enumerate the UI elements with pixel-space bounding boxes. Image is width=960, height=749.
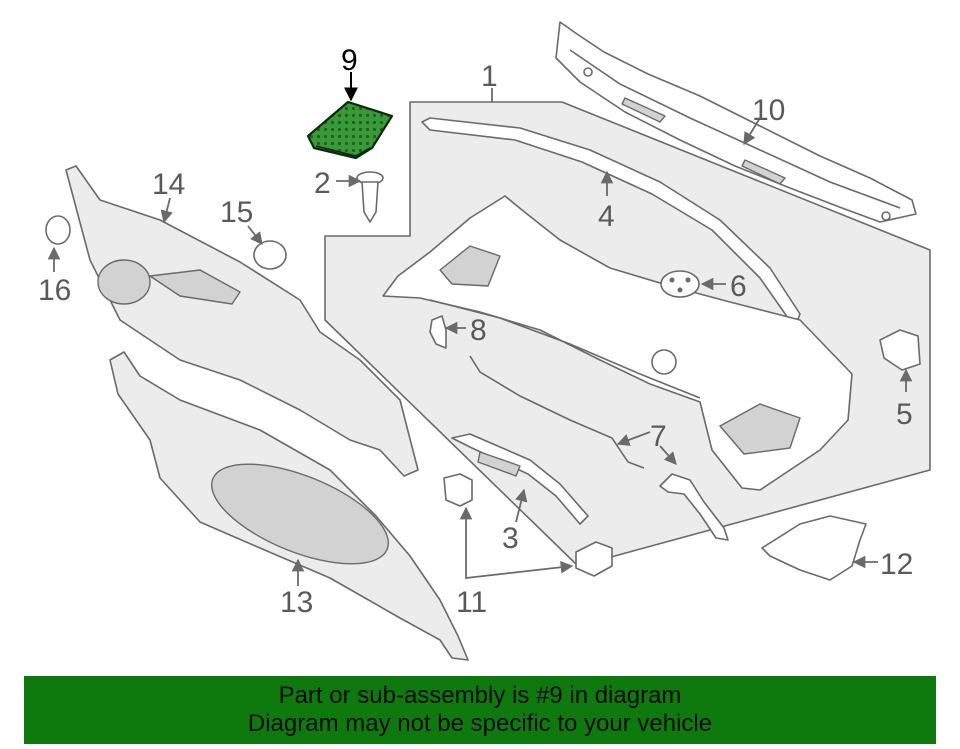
part-14-insulator — [65, 165, 419, 477]
part-12-tray — [761, 515, 867, 581]
part-6-grommet — [660, 270, 700, 298]
part-5-bracket — [879, 329, 921, 371]
part-info-banner: Part or sub-assembly is #9 in diagram Di… — [24, 676, 936, 744]
part-1-cowl-panel — [382, 195, 853, 491]
callout-15: 15 — [220, 196, 253, 229]
leader-11 — [459, 506, 574, 580]
callout-13: 13 — [280, 586, 313, 619]
part-16-plug — [45, 215, 71, 245]
callout-8: 8 — [470, 314, 487, 347]
part-10-cowl-strip — [555, 21, 917, 223]
callout-12: 12 — [880, 548, 913, 581]
callout-6: 6 — [730, 270, 747, 303]
callout-14: 14 — [152, 168, 185, 201]
callout-2: 2 — [314, 167, 331, 200]
part-9-filter-screen-highlighted[interactable] — [306, 100, 394, 160]
part-7-seal-a — [469, 355, 645, 469]
callout-7: 7 — [650, 420, 667, 453]
callout-1: 1 — [481, 60, 498, 93]
leader-7a — [616, 431, 651, 446]
callout-16: 16 — [38, 274, 71, 307]
callout-4: 4 — [598, 200, 615, 233]
leader-10 — [743, 117, 761, 146]
leader-15 — [247, 225, 263, 245]
part-11-clip-b — [575, 541, 613, 577]
part-7-seal-b — [659, 473, 729, 541]
part-3-brackets — [451, 433, 589, 525]
banner-part-notice: Part or sub-assembly is #9 in diagram — [278, 682, 682, 709]
part-15-grommet — [253, 240, 287, 270]
part-8-clip — [429, 315, 447, 349]
part-2-push-pin — [356, 171, 384, 223]
callout-9: 9 — [341, 44, 358, 77]
leader-14 — [160, 197, 173, 224]
banner-disclaimer: Diagram may not be specific to your vehi… — [247, 710, 713, 737]
leader-7b — [659, 445, 677, 465]
part-13-insulator — [109, 351, 469, 661]
part-11-clip-a — [443, 473, 473, 507]
callout-11: 11 — [456, 586, 487, 619]
callout-3: 3 — [502, 522, 519, 555]
callout-10: 10 — [752, 94, 785, 127]
callout-5: 5 — [896, 398, 913, 431]
